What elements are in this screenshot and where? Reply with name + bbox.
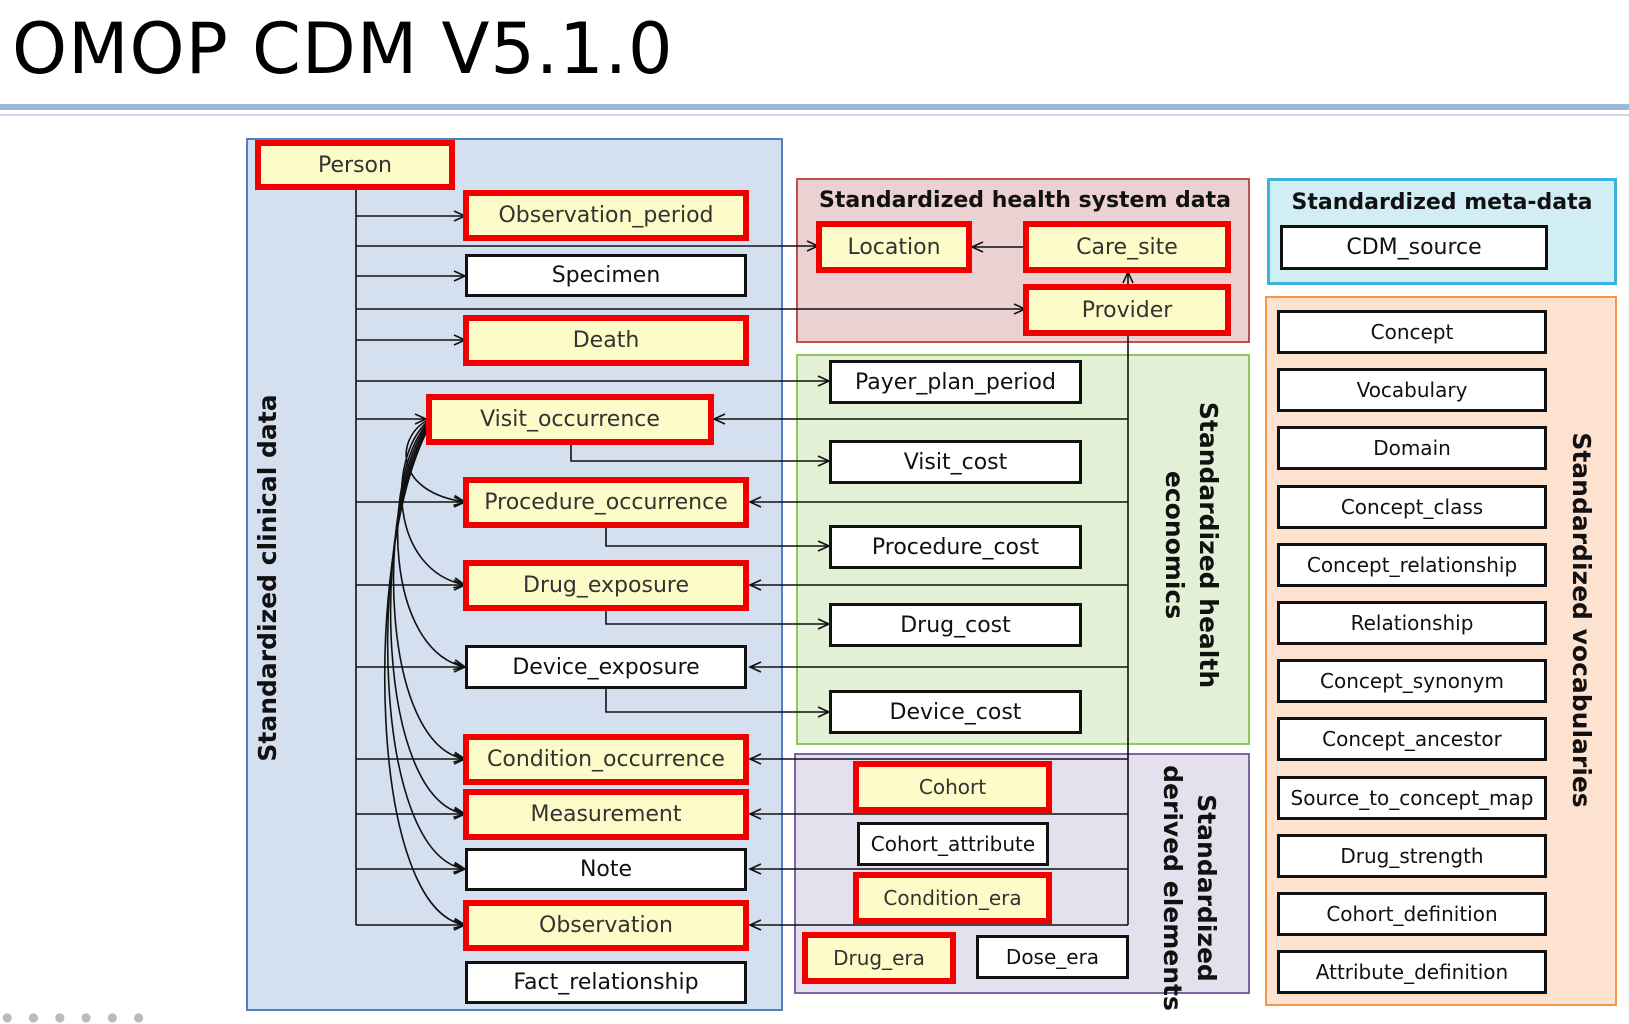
procedure-cost-table[interactable]: Procedure_cost [829, 525, 1082, 569]
note-table[interactable]: Note [465, 848, 747, 891]
vocabularies-region [1265, 296, 1617, 1006]
concept-relationship-table[interactable]: Concept_relationship [1277, 543, 1547, 587]
observation-table[interactable]: Observation [463, 900, 749, 951]
device-exposure-table[interactable]: Device_exposure [465, 645, 747, 689]
measurement-table[interactable]: Measurement [463, 789, 749, 840]
meta-data-label: Standardized meta-data [1291, 190, 1593, 215]
device-cost-table[interactable]: Device_cost [829, 690, 1082, 734]
title-divider [0, 104, 1629, 110]
concept-table[interactable]: Concept [1277, 310, 1547, 354]
cohort-attribute-table[interactable]: Cohort_attribute [857, 822, 1049, 866]
concept-class-table[interactable]: Concept_class [1277, 485, 1547, 529]
cohort-table[interactable]: Cohort [853, 761, 1052, 813]
cohort-definition-table[interactable]: Cohort_definition [1277, 892, 1547, 936]
condition-occurrence-table[interactable]: Condition_occurrence [463, 734, 749, 785]
dose-era-table[interactable]: Dose_era [976, 935, 1129, 979]
visit-cost-table[interactable]: Visit_cost [829, 440, 1082, 484]
health-economics-label-line2: economics [1160, 470, 1189, 620]
clinical-data-label: Standardized clinical data [253, 394, 282, 762]
provider-table[interactable]: Provider [1023, 284, 1231, 336]
slide-footer-dots: ● ● ● ● ● ● [2, 1010, 150, 1024]
source-to-concept-map-table[interactable]: Source_to_concept_map [1277, 776, 1547, 820]
procedure-occurrence-table[interactable]: Procedure_occurrence [463, 477, 749, 528]
observation-period-table[interactable]: Observation_period [463, 190, 749, 241]
drug-strength-table[interactable]: Drug_strength [1277, 834, 1547, 878]
health-system-label: Standardized health system data [818, 188, 1232, 213]
relationship-table[interactable]: Relationship [1277, 601, 1547, 645]
drug-exposure-table[interactable]: Drug_exposure [463, 560, 749, 611]
derived-elements-label-line1: Standardized [1192, 794, 1221, 982]
vocabulary-table[interactable]: Vocabulary [1277, 368, 1547, 412]
drug-cost-table[interactable]: Drug_cost [829, 603, 1082, 647]
condition-era-table[interactable]: Condition_era [853, 872, 1052, 924]
fact-relationship-table[interactable]: Fact_relationship [465, 961, 747, 1004]
derived-elements-label-line2: derived elements [1158, 765, 1187, 1011]
death-table[interactable]: Death [463, 315, 749, 366]
concept-ancestor-table[interactable]: Concept_ancestor [1277, 717, 1547, 761]
vocabularies-label: Standardized vocabularies [1567, 432, 1596, 808]
page-title: OMOP CDM V5.1.0 [12, 8, 674, 90]
cdm-source-table[interactable]: CDM_source [1280, 225, 1548, 270]
health-economics-label: Standardized health economics [1157, 402, 1225, 688]
concept-synonym-table[interactable]: Concept_synonym [1277, 659, 1547, 703]
derived-elements-label: Standardized derived elements [1155, 765, 1223, 1011]
attribute-definition-table[interactable]: Attribute_definition [1277, 950, 1547, 994]
visit-occurrence-table[interactable]: Visit_occurrence [426, 394, 714, 445]
person-table[interactable]: Person [255, 140, 455, 190]
health-economics-label-line1: Standardized health [1194, 401, 1223, 689]
care-site-table[interactable]: Care_site [1023, 221, 1231, 273]
payer-plan-period-table[interactable]: Payer_plan_period [829, 360, 1082, 404]
title-divider-thin [0, 114, 1629, 116]
location-table[interactable]: Location [816, 221, 972, 273]
domain-table[interactable]: Domain [1277, 426, 1547, 470]
specimen-table[interactable]: Specimen [465, 254, 747, 297]
drug-era-table[interactable]: Drug_era [802, 932, 956, 984]
